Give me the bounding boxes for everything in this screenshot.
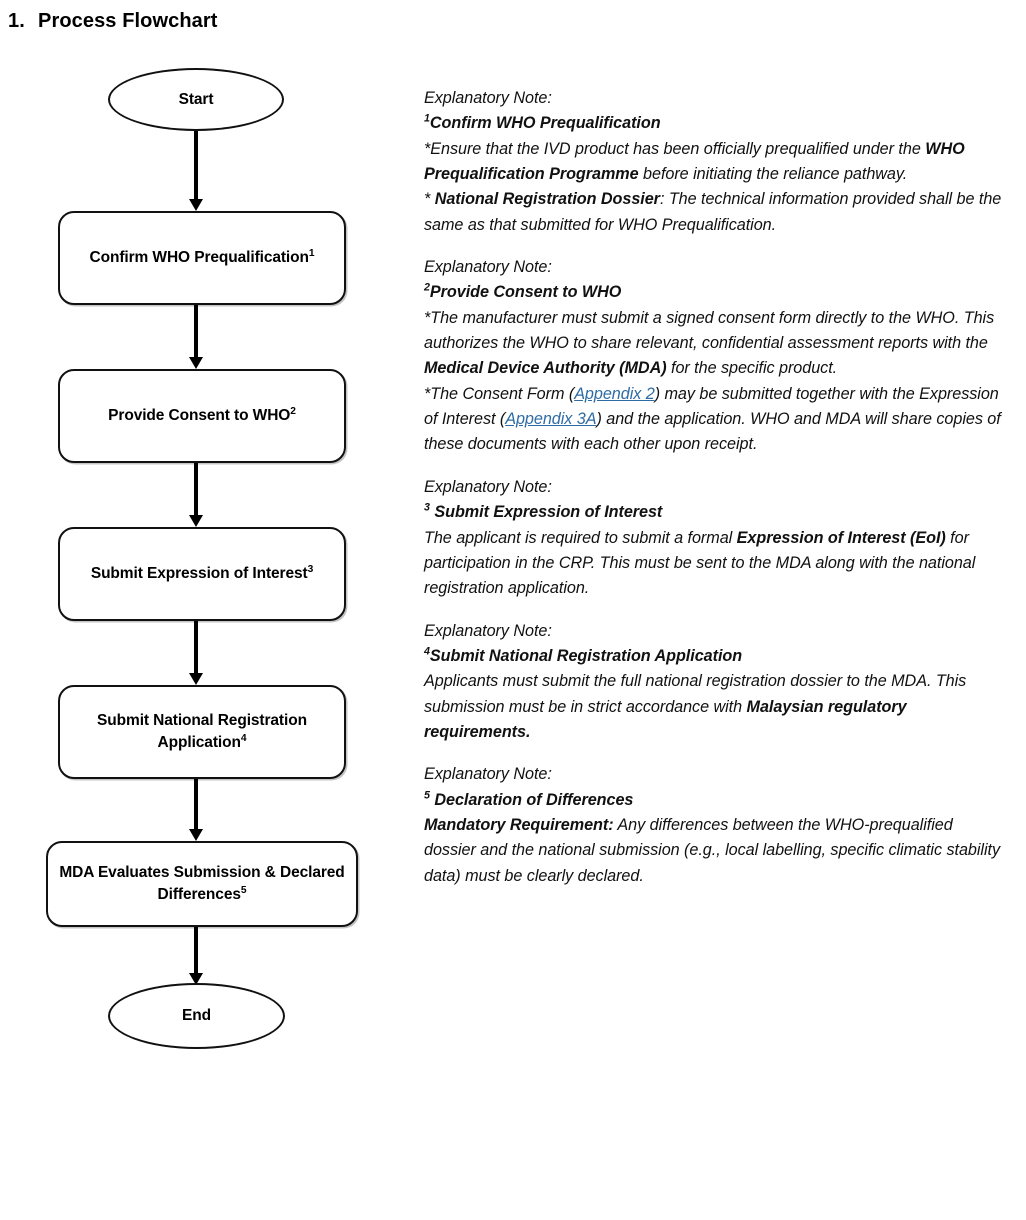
explanatory-note-4: Explanatory Note: 4Submit National Regis… xyxy=(424,619,1002,746)
note-text-bold: Medical Device Authority (MDA) xyxy=(424,359,667,378)
flow-node-superscript: 3 xyxy=(307,563,314,575)
note-body: *The manufacturer must submit a signed c… xyxy=(424,306,1002,382)
flow-node-submit-national-registration-application[interactable]: Submit National Registration Application… xyxy=(58,685,346,779)
note-heading-superscript: 5 xyxy=(424,789,430,802)
note-text-bold: Malaysian regulatory requirements. xyxy=(424,697,907,741)
note-lead-label: Explanatory Note: xyxy=(424,258,552,277)
section-number: 1. xyxy=(8,10,25,32)
note-text: before initiating the reliance pathway. xyxy=(638,165,908,184)
note-body: *The Consent Form (Appendix 2) may be su… xyxy=(424,382,1002,458)
note-heading: 2Provide Consent to WHO xyxy=(424,280,1002,305)
note-body: The applicant is required to submit a fo… xyxy=(424,526,1002,602)
page-title-text: Process Flowchart xyxy=(38,10,218,32)
note-text: ) may be submitted together with the Exp… xyxy=(424,384,999,429)
note-heading-text: Submit National Registration Application xyxy=(429,646,743,665)
process-flowchart: Start Confirm WHO Prequalification1 Prov… xyxy=(0,0,400,1220)
flow-node-submit-expression-of-interest[interactable]: Submit Expression of Interest3 xyxy=(58,527,346,621)
note-heading-text: Declaration of Differences xyxy=(429,790,634,809)
note-text: Applicants must submit the full national… xyxy=(424,672,967,716)
note-lead-label: Explanatory Note: xyxy=(424,765,552,784)
appendix-3a-link[interactable]: Appendix 3A xyxy=(505,410,597,429)
flow-node-label: Submit Expression of Interest3 xyxy=(81,563,323,585)
note-body: *Ensure that the IVD product has been of… xyxy=(424,137,1002,188)
note-heading: 5 Declaration of Differences xyxy=(424,788,1002,813)
flow-node-label: Submit National Registration Application… xyxy=(60,710,344,754)
note-heading: 4Submit National Registration Applicatio… xyxy=(424,644,1002,669)
flow-node-label: MDA Evaluates Submission & Declared Diff… xyxy=(48,862,356,906)
note-lead-label: Explanatory Note: xyxy=(424,621,552,640)
note-body: Mandatory Requirement: Any differences b… xyxy=(424,813,1002,889)
note-heading-text: Submit Expression of Interest xyxy=(429,503,663,522)
explanatory-note-1: Explanatory Note: 1Confirm WHO Prequalif… xyxy=(424,86,1002,238)
flow-node-text: Confirm WHO Prequalification xyxy=(89,249,309,266)
note-text: * xyxy=(424,190,435,209)
flow-node-label: Start xyxy=(178,90,214,108)
flow-node-label: End xyxy=(182,1007,211,1024)
note-heading-superscript: 4 xyxy=(424,645,430,658)
flow-node-text: Submit National Registration Application xyxy=(97,712,307,751)
note-lead-label: Explanatory Note: xyxy=(424,89,552,107)
note-text: *The manufacturer must submit a signed c… xyxy=(424,308,995,353)
flow-node-mda-evaluates-submission[interactable]: MDA Evaluates Submission & Declared Diff… xyxy=(46,841,358,927)
note-text: *Ensure that the IVD product has been of… xyxy=(424,139,926,158)
note-heading-text: Provide Consent to WHO xyxy=(429,283,622,302)
note-heading-superscript: 2 xyxy=(424,282,430,295)
explanatory-note-2: Explanatory Note: 2Provide Consent to WH… xyxy=(424,255,1002,458)
note-text-bold: Expression of Interest (EoI) xyxy=(736,528,946,547)
note-body: Applicants must submit the full national… xyxy=(424,669,1002,745)
flow-node-superscript: 2 xyxy=(290,405,296,417)
flow-node-label: Confirm WHO Prequalification1 xyxy=(80,247,325,269)
flow-node-text: Provide Consent to WHO xyxy=(108,407,291,424)
note-heading-text: Confirm WHO Prequalification xyxy=(429,114,661,133)
flow-node-text: Submit Expression of Interest xyxy=(90,565,308,582)
explanatory-note-3: Explanatory Note: 3 Submit Expression of… xyxy=(424,475,1002,602)
note-heading: 1Confirm WHO Prequalification xyxy=(424,111,1002,136)
note-text-bold: National Registration Dossier xyxy=(434,190,660,209)
note-text: : The technical information provided sha… xyxy=(424,190,1002,234)
flow-node-provide-consent-to-who[interactable]: Provide Consent to WHO2 xyxy=(58,369,346,463)
flow-node-superscript: 1 xyxy=(308,247,315,259)
note-text: for participation in the CRP. This must … xyxy=(424,528,976,598)
note-heading: 3 Submit Expression of Interest xyxy=(424,500,1002,525)
appendix-2-link[interactable]: Appendix 2 xyxy=(574,384,655,403)
note-text: for the specific product. xyxy=(666,359,838,378)
flow-node-confirm-who-prequalification[interactable]: Confirm WHO Prequalification1 xyxy=(58,211,346,305)
flow-node-end[interactable]: End xyxy=(108,983,285,1049)
note-heading-superscript: 1 xyxy=(424,112,430,125)
page-title: 1. Process Flowchart xyxy=(8,10,218,33)
note-text: *The Consent Form ( xyxy=(424,384,575,403)
note-lead-label: Explanatory Note: xyxy=(424,477,552,496)
flow-node-superscript: 5 xyxy=(240,884,247,896)
explanatory-notes: Explanatory Note: 1Confirm WHO Prequalif… xyxy=(424,86,1002,889)
flow-node-superscript: 4 xyxy=(240,732,247,744)
note-text: The applicant is required to submit a fo… xyxy=(424,528,737,547)
note-body: * National Registration Dossier: The tec… xyxy=(424,187,1002,238)
note-heading-superscript: 3 xyxy=(424,501,430,514)
note-text-bold: Mandatory Requirement: xyxy=(424,815,614,834)
note-text: ) and the application. WHO and MDA will … xyxy=(424,410,1001,454)
note-text: Any differences between the WHO-prequali… xyxy=(424,815,1000,885)
flow-node-start[interactable]: Start xyxy=(108,68,284,131)
note-text-bold: WHO Prequalification Programme xyxy=(424,139,965,184)
flow-node-label: Provide Consent to WHO2 xyxy=(98,405,306,427)
flow-node-text: MDA Evaluates Submission & Declared Diff… xyxy=(59,864,345,903)
explanatory-note-5: Explanatory Note: 5 Declaration of Diffe… xyxy=(424,762,1002,889)
